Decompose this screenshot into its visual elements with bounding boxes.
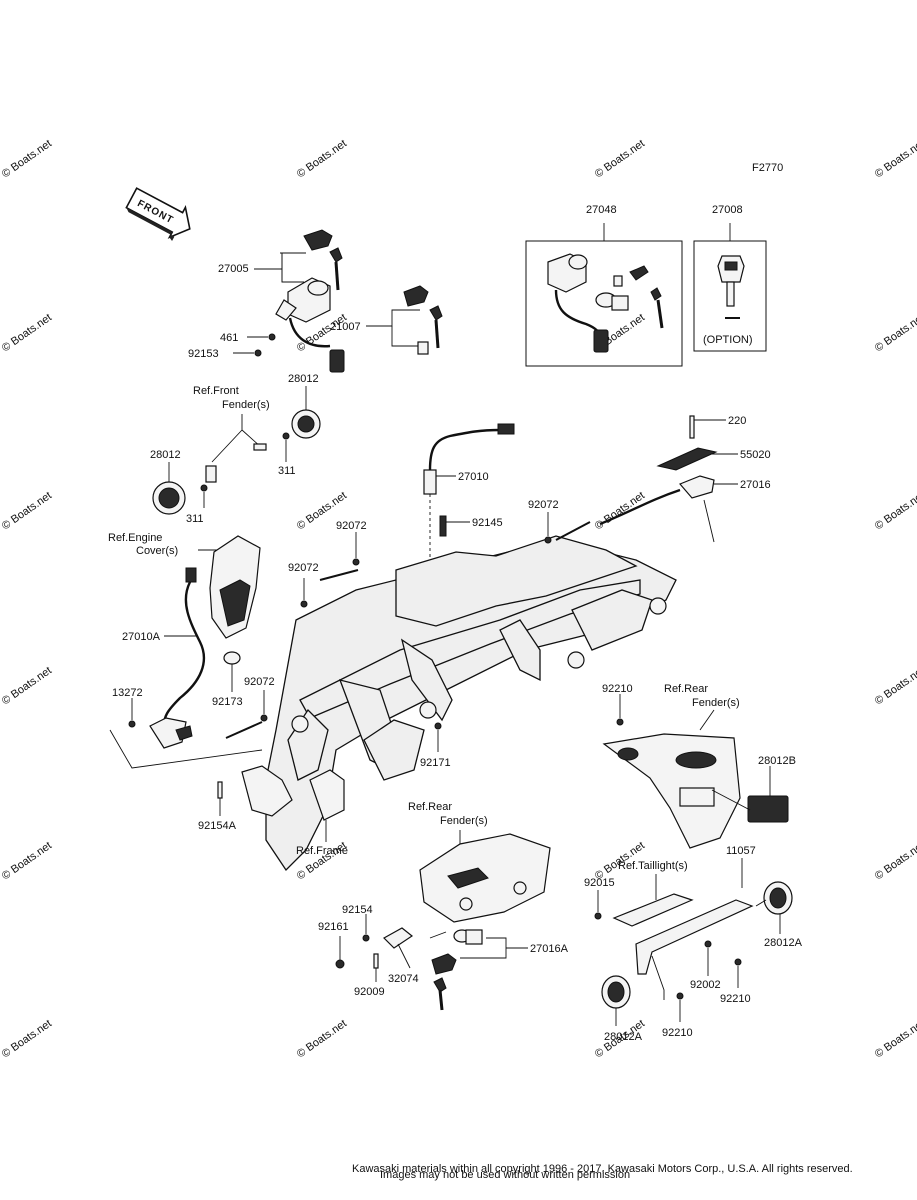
callout-11057: 11057 bbox=[726, 845, 756, 857]
callout-28012A-b: 28012A bbox=[604, 1031, 643, 1043]
callout-92072-c: 92072 bbox=[288, 562, 319, 574]
callout-21007: 21007 bbox=[330, 321, 361, 333]
diagram-code: F2770 bbox=[752, 162, 783, 174]
front-arrow: FRONT bbox=[125, 187, 191, 241]
callout-27010: 27010 bbox=[458, 471, 489, 483]
sensor-27010 bbox=[423, 423, 515, 560]
bracket-11057 bbox=[612, 893, 754, 975]
callout-92154A: 92154A bbox=[198, 820, 237, 832]
ref-engine-cover-line1: Ref.Engine bbox=[108, 532, 162, 544]
watermark: © Boats.net bbox=[0, 490, 54, 533]
seat-lock-27016A bbox=[431, 929, 483, 1011]
key-set-21007 bbox=[403, 285, 443, 355]
reflector-28012-left bbox=[152, 481, 186, 515]
callout-55020: 55020 bbox=[740, 449, 771, 461]
callout-28012A-a: 28012A bbox=[764, 937, 803, 949]
watermark: © Boats.net bbox=[0, 138, 54, 181]
watermark: © Boats.net bbox=[593, 490, 647, 533]
callout-27048: 27048 bbox=[586, 204, 617, 216]
callout-92002: 92002 bbox=[690, 979, 721, 991]
ref-front-fender-line1: Ref.Front bbox=[193, 385, 239, 397]
watermark: © Boats.net bbox=[873, 138, 917, 181]
callout-27016A: 27016A bbox=[530, 943, 569, 955]
ref-front-fender-line2: Fender(s) bbox=[222, 399, 270, 411]
callout-461: 461 bbox=[220, 332, 238, 344]
kit-27008 bbox=[693, 223, 767, 352]
reflector-28012A-left bbox=[601, 975, 631, 1009]
callout-13272: 13272 bbox=[112, 687, 143, 699]
watermark: © Boats.net bbox=[0, 840, 54, 883]
kit-27048 bbox=[525, 223, 683, 367]
callout-32074: 32074 bbox=[388, 973, 419, 985]
callout-92161: 92161 bbox=[318, 921, 349, 933]
callout-92072-a: 92072 bbox=[528, 499, 559, 511]
ref-taillight: Ref.Taillight(s) bbox=[618, 860, 688, 872]
watermark: © Boats.net bbox=[0, 312, 54, 355]
watermark: © Boats.net bbox=[873, 1018, 917, 1061]
watermark: © Boats.net bbox=[295, 138, 349, 181]
watermark: © Boats.net bbox=[873, 665, 917, 708]
callout-28012B: 28012B bbox=[758, 755, 796, 767]
callout-92171: 92171 bbox=[420, 757, 451, 769]
callout-92210-c: 92210 bbox=[662, 1027, 693, 1039]
main-frame bbox=[265, 535, 677, 872]
callout-27005: 27005 bbox=[218, 263, 249, 275]
rear-fender-b bbox=[419, 833, 551, 923]
footer-line2: Images may not be used without written p… bbox=[380, 1169, 630, 1181]
ignition-switch-27005 bbox=[275, 229, 345, 373]
callout-92009: 92009 bbox=[354, 986, 385, 998]
callout-92210-b: 92210 bbox=[720, 993, 751, 1005]
callout-27008: 27008 bbox=[712, 204, 743, 216]
callout-311-a: 311 bbox=[278, 465, 296, 477]
watermark: © Boats.net bbox=[0, 665, 54, 708]
ref-rear-fender-a-line2: Fender(s) bbox=[692, 697, 740, 709]
callout-92145: 92145 bbox=[472, 517, 503, 529]
callout-92173: 92173 bbox=[212, 696, 243, 708]
watermark: © Boats.net bbox=[593, 138, 647, 181]
callout-92072-d: 92072 bbox=[244, 676, 275, 688]
ref-frame: Ref.Frame bbox=[296, 845, 348, 857]
callout-option: (OPTION) bbox=[703, 334, 753, 346]
footer-line1: Kawasaki materials within all copyright … bbox=[352, 1163, 853, 1175]
rear-fender-a bbox=[602, 733, 741, 849]
ref-rear-fender-b-line2: Fender(s) bbox=[440, 815, 488, 827]
ref-engine-cover-line2: Cover(s) bbox=[136, 545, 178, 557]
callout-28012-top: 28012 bbox=[288, 373, 319, 385]
watermark: © Boats.net bbox=[0, 1018, 54, 1061]
callout-92210-a: 92210 bbox=[602, 683, 633, 695]
callout-28012-left: 28012 bbox=[150, 449, 181, 461]
callout-27010A: 27010A bbox=[122, 631, 161, 643]
ref-rear-fender-a-line1: Ref.Rear bbox=[664, 683, 708, 695]
callout-92154: 92154 bbox=[342, 904, 373, 916]
watermark: © Boats.net bbox=[873, 840, 917, 883]
callout-311-b: 311 bbox=[186, 513, 204, 525]
watermark: © Boats.net bbox=[295, 1018, 349, 1061]
watermark: © Boats.net bbox=[873, 490, 917, 533]
callout-27016: 27016 bbox=[740, 479, 771, 491]
reflector-28012-top bbox=[291, 409, 321, 439]
callout-92153: 92153 bbox=[188, 348, 219, 360]
ref-rear-fender-b-line1: Ref.Rear bbox=[408, 801, 452, 813]
sensor-27010A bbox=[149, 567, 206, 749]
callout-92015: 92015 bbox=[584, 877, 615, 889]
callout-220: 220 bbox=[728, 415, 746, 427]
engine-cover bbox=[209, 535, 261, 639]
watermark: © Boats.net bbox=[873, 312, 917, 355]
callout-92072-b: 92072 bbox=[336, 520, 367, 532]
reflector-28012A-right bbox=[763, 881, 793, 915]
